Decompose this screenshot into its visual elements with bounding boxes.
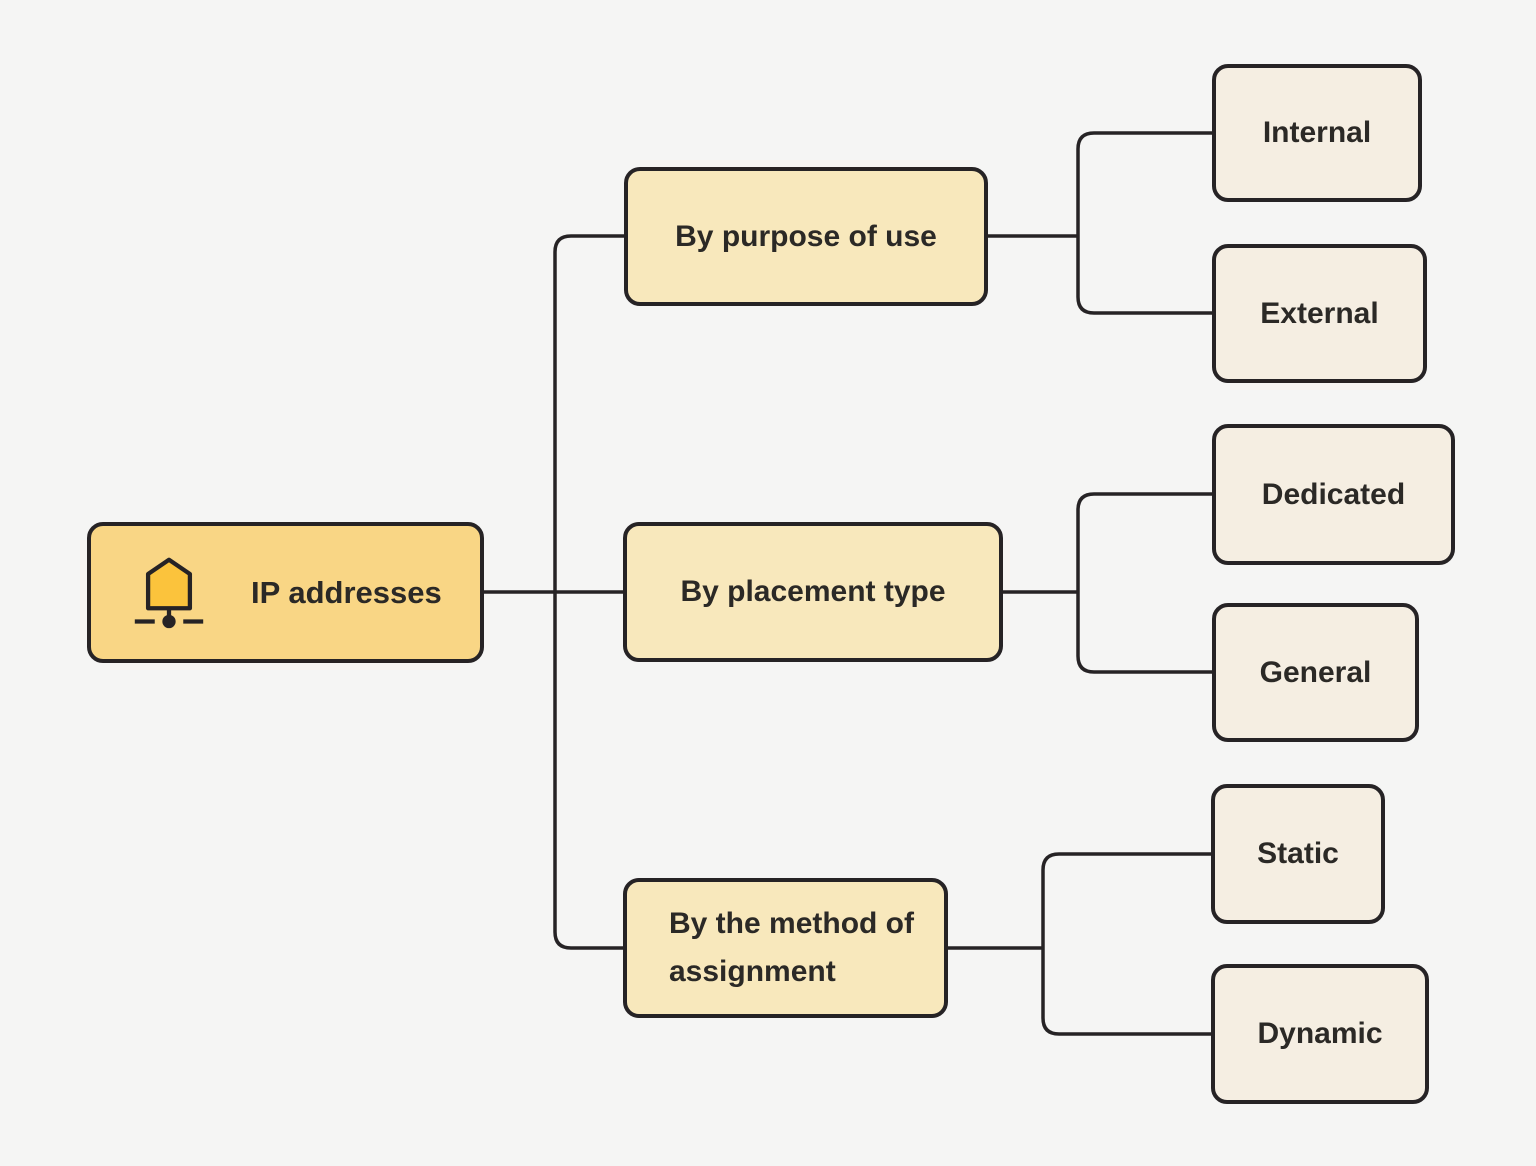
- node-dynamic[interactable]: Dynamic: [1211, 964, 1429, 1104]
- node-dedicated[interactable]: Dedicated: [1212, 424, 1455, 565]
- node-ip-addresses[interactable]: IP addresses: [87, 522, 484, 663]
- node-label: External: [1260, 296, 1379, 330]
- node-label: By purpose of use: [675, 219, 937, 253]
- node-label: By the method of assignment: [669, 907, 914, 988]
- node-static[interactable]: Static: [1211, 784, 1385, 924]
- edge-placement-children: [1076, 492, 1212, 674]
- edge-trunk-to-method: [553, 592, 623, 950]
- edge-trunk-to-purpose: [553, 234, 624, 592]
- node-label: General: [1259, 655, 1372, 689]
- node-label: Dynamic: [1257, 1017, 1383, 1050]
- node-label: Internal: [1262, 116, 1372, 149]
- node-label: By placement type: [680, 575, 946, 608]
- network-host-icon: [134, 557, 204, 628]
- node-by-method-of-assignment[interactable]: By the method of assignment: [623, 878, 948, 1018]
- node-external[interactable]: External: [1212, 244, 1427, 383]
- node-label: IP addresses: [251, 574, 442, 610]
- node-internal[interactable]: Internal: [1212, 64, 1422, 202]
- node-general[interactable]: General: [1212, 603, 1419, 742]
- node-label: Static: [1257, 837, 1339, 870]
- node-by-placement-type[interactable]: By placement type: [623, 522, 1003, 662]
- node-by-purpose-of-use[interactable]: By purpose of use: [624, 167, 988, 306]
- node-label: Dedicated: [1261, 477, 1406, 511]
- edge-purpose-children: [1076, 131, 1212, 315]
- edge-method-children: [1041, 852, 1212, 1036]
